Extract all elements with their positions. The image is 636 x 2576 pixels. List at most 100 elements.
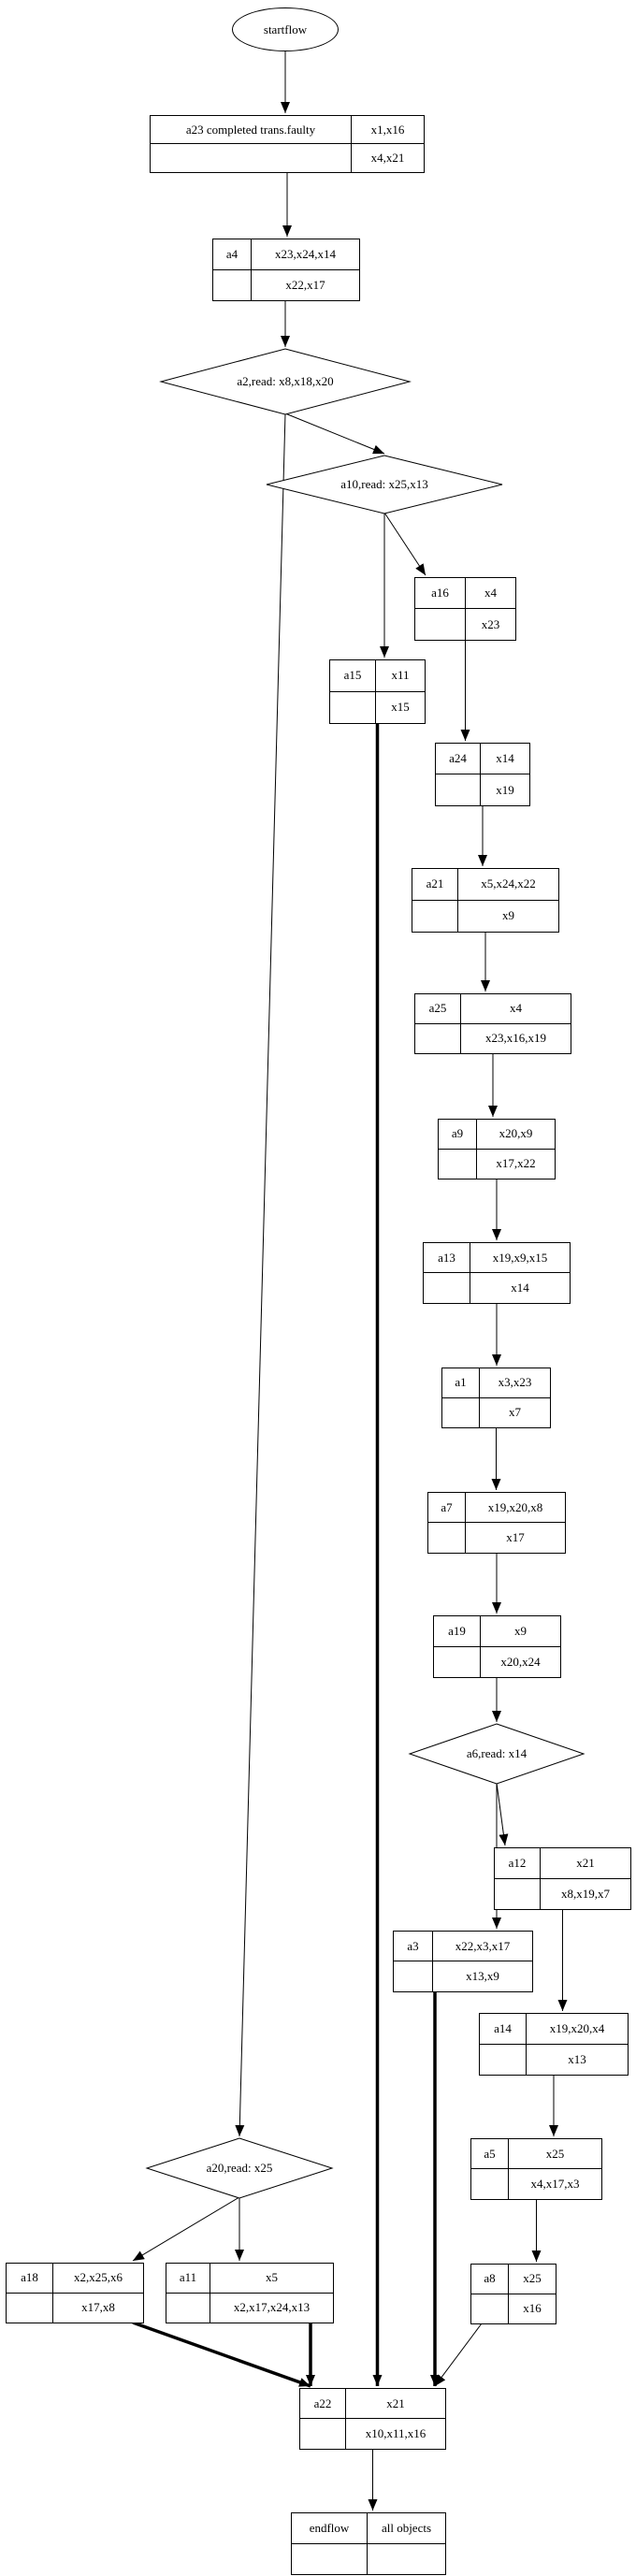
node-empty-cell <box>428 1523 466 1553</box>
node-top-values: x25 <box>509 2265 556 2294</box>
node-id: a1 <box>442 1368 480 1398</box>
start-label: startflow <box>263 22 308 36</box>
node-bottom-values: x13,x9 <box>466 1969 499 1983</box>
node-id: a19 <box>434 1616 481 1647</box>
record-node-a8: a8 x25 x16 <box>470 2264 556 2324</box>
node-empty-cell <box>471 2169 509 2199</box>
node-id: a14 <box>480 2014 527 2045</box>
decision-node-a20: a20,read: x25 <box>147 2138 332 2198</box>
node-bottom-values: x16 <box>523 2301 542 2316</box>
node-empty-cell <box>480 2044 527 2075</box>
record-node-a14: a14 x19,x20,x4 x13 <box>479 2013 629 2076</box>
edge-a8-to-a22 <box>434 2323 483 2387</box>
node-bottom-values: x15 <box>391 700 410 715</box>
node-top-values: x2,x25,x6 <box>53 2264 143 2294</box>
node-id: a7 <box>428 1493 466 1523</box>
node-empty-cell <box>300 2419 346 2449</box>
node-empty-cell <box>394 1961 433 1991</box>
decision-label: a6,read: x14 <box>466 1746 528 1760</box>
node-top-values: x19,x9,x15 <box>470 1243 570 1273</box>
node-bottom-values: x9 <box>502 908 514 923</box>
node-top-values: x4 <box>461 994 571 1024</box>
edge-a2-to-a20 <box>235 412 286 2137</box>
node-id: a4 <box>213 239 252 270</box>
edge-a10-to-a16 <box>383 512 426 576</box>
node-top-values: x20,x9 <box>477 1120 555 1150</box>
record-node-a7: a7 x19,x20,x8 x17 <box>427 1492 566 1554</box>
node-empty-cell <box>434 1646 481 1677</box>
edge-a2-to-a10 <box>284 412 385 455</box>
node-bottom-values: x13 <box>568 2051 586 2066</box>
diamond-shape-icon <box>147 2138 332 2198</box>
node-bottom-values: x23,x16,x19 <box>485 1031 546 1046</box>
edge-a18-to-a22 <box>132 2321 311 2388</box>
node-top-values: x25 <box>509 2139 601 2169</box>
node-empty-cell <box>495 1878 541 1909</box>
node-empty-cell <box>424 1273 470 1303</box>
diamond-shape-icon <box>410 1724 584 1784</box>
diamond-shape-icon <box>267 456 502 514</box>
record-node-a24: a24 x14 x19 <box>435 743 530 806</box>
node-top-values: x11 <box>376 660 425 692</box>
node-bottom-values: x4,x21 <box>370 151 405 165</box>
node-top-values: x4 <box>466 578 515 609</box>
node-top-values: x14 <box>481 744 529 774</box>
node-bottom-values <box>368 2544 445 2575</box>
node-top-values: x9 <box>481 1616 560 1647</box>
node-top-values: x3,x23 <box>480 1368 550 1398</box>
record-node-a11: a11 x5 x2,x17,x24,x13 <box>166 2263 334 2323</box>
record-node-a1: a1 x3,x23 x7 <box>441 1368 551 1428</box>
node-id: a11 <box>166 2264 210 2294</box>
node-top-values: x21 <box>346 2389 445 2419</box>
node-bottom-values: x10,x11,x16 <box>365 2426 426 2440</box>
node-empty-cell <box>439 1149 477 1179</box>
node-bottom-values: x14 <box>511 1281 529 1295</box>
node-id: a22 <box>300 2389 346 2419</box>
node-top-values: x1,x16 <box>352 116 424 144</box>
decision-label: a20,read: x25 <box>206 2161 273 2175</box>
node-id: a25 <box>415 994 461 1024</box>
edge-a6-to-a12 <box>496 1782 509 1846</box>
node-top-values: x19,x20,x8 <box>466 1493 565 1523</box>
node-empty-cell <box>471 2294 509 2323</box>
node-id: a18 <box>7 2264 53 2294</box>
node-bottom-values: x17,x8 <box>81 2300 115 2315</box>
record-node-a15: a15 x11 x15 <box>329 659 426 724</box>
node-id: a15 <box>330 660 376 692</box>
node-id: a24 <box>436 744 481 774</box>
diamond-shape-icon <box>161 349 410 414</box>
decision-node-a2: a2,read: x8,x18,x20 <box>161 349 410 414</box>
node-id: a3 <box>394 1932 433 1961</box>
node-empty-cell <box>330 691 376 723</box>
record-node-a25: a25 x4 x23,x16,x19 <box>414 993 571 1054</box>
record-node-a19: a19 x9 x20,x24 <box>433 1615 561 1678</box>
decision-label: a10,read: x25,x13 <box>340 477 428 491</box>
record-node-a5: a5 x25 x4,x17,x3 <box>470 2138 602 2200</box>
node-empty-cell <box>151 144 352 172</box>
node-empty-cell <box>213 269 252 300</box>
node-top-values: x19,x20,x4 <box>527 2014 628 2045</box>
record-node-a18: a18 x2,x25,x6 x17,x8 <box>6 2263 144 2323</box>
edge-a20-to-a18 <box>132 2196 240 2262</box>
node-empty-cell <box>436 774 481 805</box>
record-node-a9: a9 x20,x9 x17,x22 <box>438 1119 556 1179</box>
record-node-a16: a16 x4 x23 <box>414 577 516 641</box>
node-top-values: x22,x3,x17 <box>433 1932 532 1961</box>
node-id: a13 <box>424 1243 470 1273</box>
node-bottom-values: x17,x22 <box>496 1156 536 1171</box>
node-empty-cell <box>166 2293 210 2323</box>
record-node-a23: a23 completed trans.faulty x1,x16 x4,x21 <box>150 115 425 173</box>
node-id: endflow <box>292 2513 368 2544</box>
record-node-a12: a12 x21 x8,x19,x7 <box>494 1847 631 1910</box>
node-top-values: all objects <box>368 2513 445 2544</box>
node-top-values: x5,x24,x22 <box>458 869 558 901</box>
node-bottom-values: x4,x17,x3 <box>530 2177 580 2191</box>
node-bottom-values: x17 <box>506 1530 525 1544</box>
record-node-a13: a13 x19,x9,x15 x14 <box>423 1242 571 1304</box>
decision-node-a6: a6,read: x14 <box>410 1724 584 1784</box>
record-node-a3: a3 x22,x3,x17 x13,x9 <box>393 1931 533 1992</box>
node-id: a12 <box>495 1848 541 1879</box>
node-id: a8 <box>471 2265 509 2294</box>
